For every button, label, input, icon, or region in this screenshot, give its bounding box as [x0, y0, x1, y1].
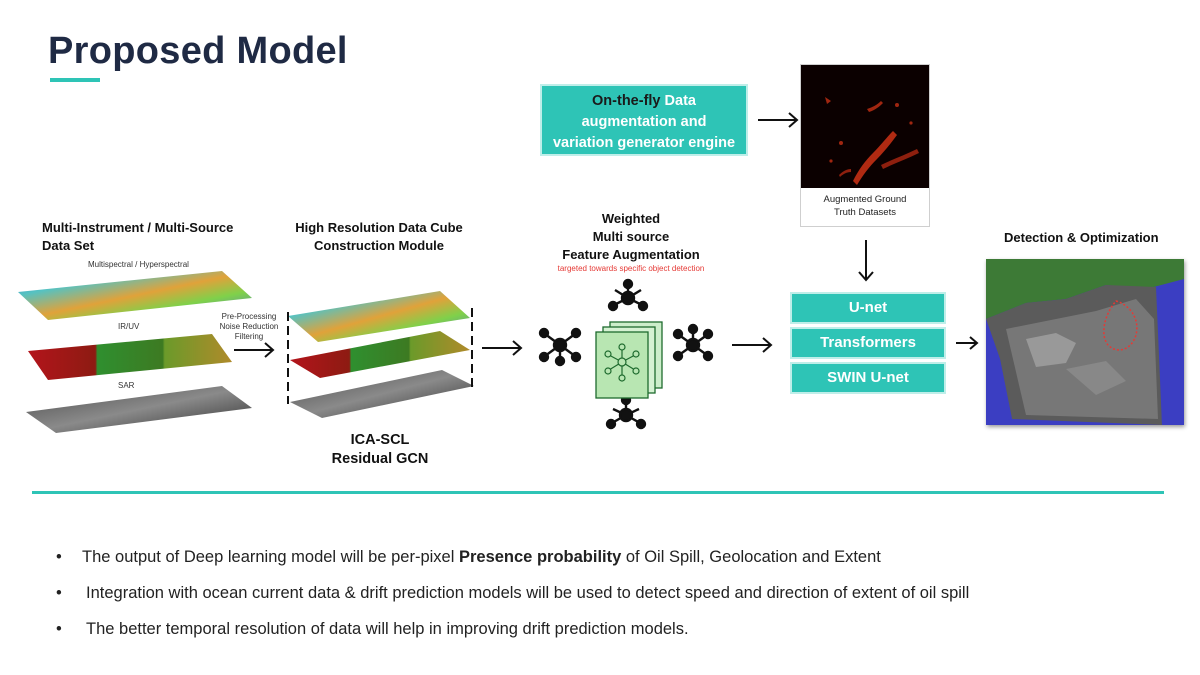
- model-swin-unet: SWIN U-net: [790, 362, 946, 394]
- detection-title: Detection & Optimization: [1004, 230, 1159, 245]
- detection-map-image: [986, 259, 1184, 425]
- network-graph-icon-top: [607, 278, 649, 312]
- stacked-documents-icon: [595, 321, 663, 399]
- network-graph-icon-left: [538, 327, 582, 367]
- cube-stage-title: High Resolution Data Cube Construction M…: [290, 219, 468, 255]
- cube-stage-caption: ICA-SCL Residual GCN: [310, 431, 450, 469]
- engine-line1-light: Data: [664, 93, 696, 109]
- augmentation-title-line1: Weighted: [601, 211, 661, 226]
- preprocessing-line1: Pre-Processing: [221, 312, 277, 321]
- bullet-text: Integration with ocean current data & dr…: [86, 584, 970, 602]
- augmentation-subtitle: targeted towards specific object detecti…: [557, 264, 705, 273]
- bullet-text: The output of Deep learning model will b…: [82, 546, 881, 568]
- augmentation-title-line2: Multi source: [592, 229, 670, 244]
- layer-label-sar: SAR: [118, 381, 135, 390]
- input-stage-title-line1: Multi-Instrument / Multi-Source: [42, 220, 234, 235]
- bullet-item: • The better temporal resolution of data…: [56, 618, 1176, 654]
- bullet-list: • The output of Deep learning model will…: [56, 546, 1176, 654]
- preprocessing-label: Pre-Processing Noise Reduction Filtering: [212, 312, 286, 342]
- cube-stage-title-line1: High Resolution Data Cube: [295, 220, 463, 235]
- augmentation-stage-title: Weighted Multi source Feature Augmentati…: [548, 210, 714, 264]
- slide-title: Proposed Model: [48, 30, 348, 72]
- input-stage-title: Multi-Instrument / Multi-Source Data Set: [42, 219, 233, 255]
- ground-truth-label-line1: Augmented Ground: [823, 194, 907, 205]
- bullet-item: • Integration with ocean current data & …: [56, 582, 1176, 618]
- bullet-item: • The output of Deep learning model will…: [56, 546, 1176, 582]
- cube-sar-layer: [290, 370, 474, 418]
- input-stage-title-line2: Data Set: [42, 238, 95, 253]
- bullet-text: The better temporal resolution of data w…: [86, 620, 689, 638]
- layer-label-multispectral: Multispectral / Hyperspectral: [88, 260, 189, 269]
- preprocessing-line2: Noise Reduction: [219, 322, 279, 331]
- engine-line1: On-the-fly Data: [542, 91, 746, 112]
- layer-label-irov: IR/UV: [118, 322, 140, 331]
- bullet-symbol: •: [56, 548, 62, 566]
- bullet-1-post: of Oil Spill, Geolocation and Extent: [621, 548, 881, 566]
- title-underline: [50, 78, 100, 82]
- bullet-1-pre: The output of Deep learning model will b…: [82, 548, 459, 566]
- multispectral-layer: [18, 271, 252, 320]
- ground-truth-label-line2: Truth Datasets: [834, 207, 896, 218]
- augmentation-engine-box: On-the-fly Data augmentation and variati…: [540, 84, 748, 156]
- cube-ir-layer: [290, 331, 470, 378]
- bullet-1-bold: Presence probability: [458, 548, 622, 566]
- engine-line3: variation generator engine: [552, 135, 736, 151]
- augmentation-title-line3: Feature Augmentation: [562, 247, 700, 262]
- engine-line1-dark: On-the-fly: [592, 93, 661, 109]
- network-graph-icon-bottom: [605, 394, 647, 430]
- cube-stage-caption-line2: Residual GCN: [331, 451, 429, 467]
- cube-multispectral-layer: [288, 291, 470, 342]
- model-transformers: Transformers: [790, 327, 946, 359]
- ground-truth-label: Augmented Ground Truth Datasets: [801, 193, 929, 219]
- engine-line2: augmentation and: [581, 114, 707, 130]
- bullet-symbol: •: [56, 620, 62, 638]
- bullet-symbol: •: [56, 584, 62, 602]
- cube-stage-title-line2: Construction Module: [314, 238, 444, 253]
- cube-stage-caption-line1: ICA-SCL: [350, 432, 410, 448]
- ir-uv-layer: [28, 334, 232, 380]
- network-graph-icon-right: [672, 323, 714, 362]
- section-divider: [32, 491, 1164, 494]
- ground-truth-image: [801, 65, 929, 188]
- preprocessing-line3: Filtering: [234, 332, 264, 341]
- model-unet: U-net: [790, 292, 946, 324]
- sar-layer: [26, 386, 252, 433]
